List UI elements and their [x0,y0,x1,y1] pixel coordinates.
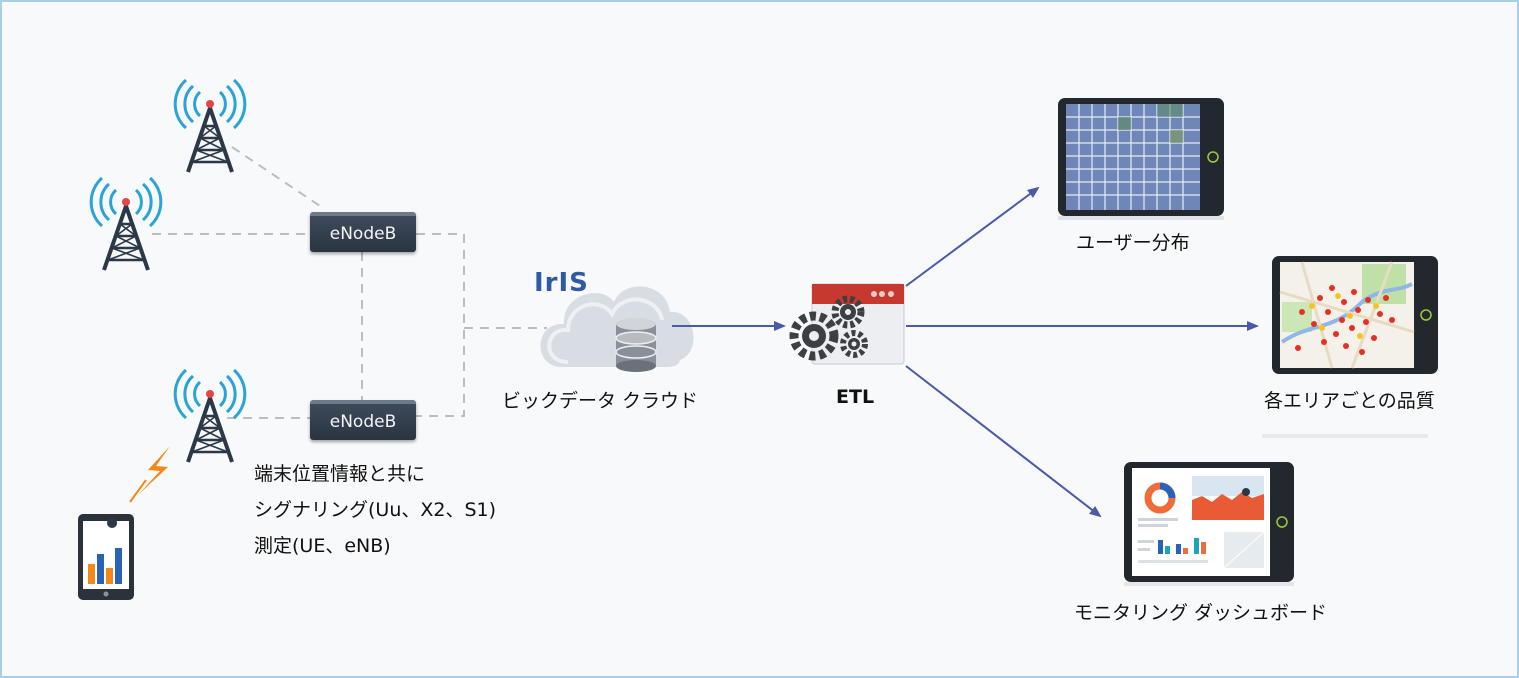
tablet-dashboard-icon [1124,462,1294,586]
signaling-note: 端末位置情報と共に シグナリング(Uu、X2、S1) 測定(UE、eNB) [254,456,496,564]
enodeb-bottom: eNodeB [310,400,416,440]
flow-arrows [672,186,1259,518]
tablet-heatmap-icon [1058,98,1224,220]
enodeb-label: eNodeB [329,224,397,244]
area-quality-label: 各エリアごとの品質 [1264,390,1435,412]
signaling-note-line: 端末位置情報と共に [254,463,426,485]
enodeb-top: eNodeB [310,212,416,252]
lightning-icon [129,446,170,503]
smartphone-icon [78,514,134,600]
cloud-label: ビックデータ クラウド [502,390,699,412]
signaling-note-line: シグナリング(Uu、X2、S1) [254,499,497,521]
dashed-links [152,146,547,419]
cell-tower-icon [173,78,247,174]
signaling-note-line: 測定(UE、eNB) [254,535,391,557]
iris-logo: IrIS [534,268,589,298]
gears-icon [789,283,905,365]
enodeb-label: eNodeB [329,412,397,432]
tablet-map-icon [1262,256,1438,438]
cell-tower-icon [173,368,247,464]
etl-label: ETL [836,386,875,408]
cell-tower-icon [89,176,163,272]
user-distribution-label: ユーザー分布 [1076,232,1190,254]
monitoring-dashboard-label: モニタリング ダッシュボード [1074,602,1328,624]
database-icon [615,318,657,372]
